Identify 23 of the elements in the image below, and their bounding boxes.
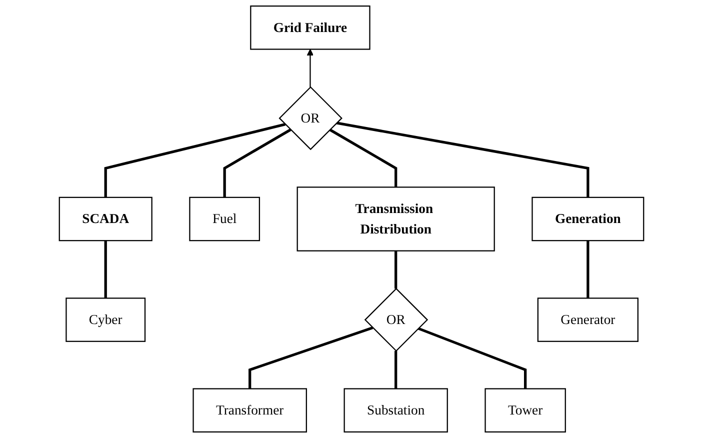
connector [223,128,292,198]
node-box: Fuel [189,196,260,242]
connector [336,122,590,198]
node-diamond: OR [364,288,428,352]
node-box: SCADA [58,196,152,242]
node-box: Tower [484,388,566,432]
arrow [306,48,314,88]
node-box: Grid Failure [250,6,370,50]
node-box: Generation [532,196,644,242]
node-box: Transmission Distribution [296,186,495,252]
connector [586,240,590,298]
connector [418,327,527,389]
node-box: Transformer [192,388,307,432]
connector [104,123,286,198]
connector [394,250,398,289]
connector [329,128,398,188]
connector [104,240,107,298]
connector [248,326,374,389]
node-diamond: OR [278,86,342,150]
node-box: Substation [344,388,448,432]
node-box: Cyber [66,298,146,342]
node-box: Generator [537,298,638,342]
connector [394,350,398,389]
